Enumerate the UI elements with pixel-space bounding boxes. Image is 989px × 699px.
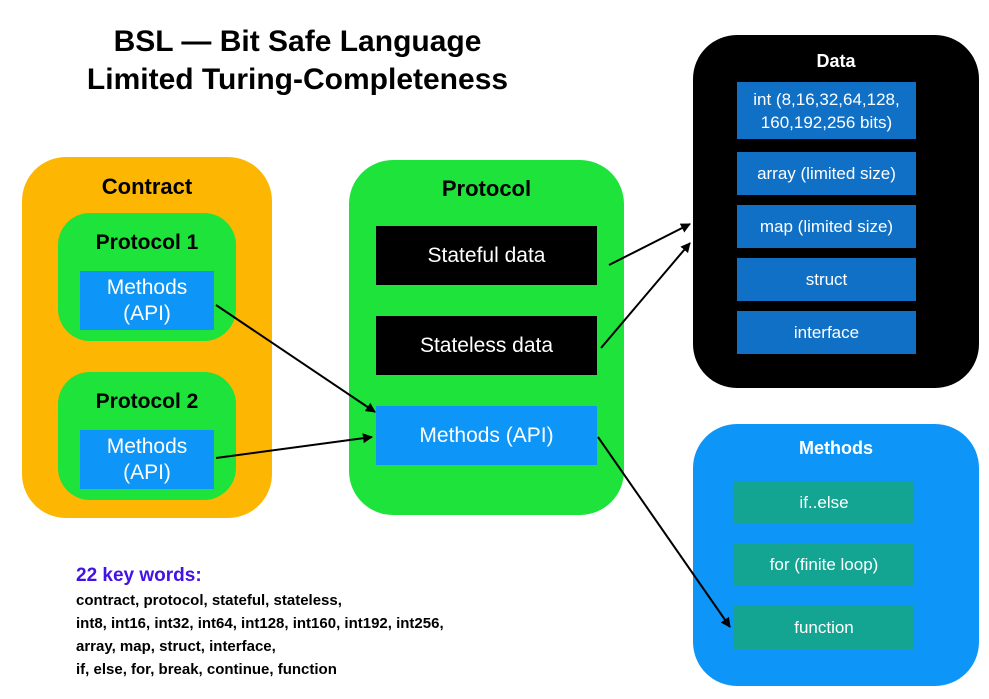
protocol-1-label: Protocol 1 xyxy=(95,231,199,254)
protocol-1-methods-line2: (API) xyxy=(123,301,171,325)
data-item-array: array (limited size) xyxy=(737,152,916,195)
keywords-line-2: int8, int16, int32, int64, int128, int16… xyxy=(76,615,444,632)
data-item-int-line1: int (8,16,32,64,128, xyxy=(753,89,900,109)
stateful-data-box: Stateful data xyxy=(376,226,597,285)
keywords-line-1: contract, protocol, stateful, stateless, xyxy=(76,592,342,609)
keywords-line-4: if, else, for, break, continue, function xyxy=(76,661,337,678)
protocol-methods-api-box: Methods (API) xyxy=(376,406,597,465)
keywords-list: contract, protocol, stateful, stateless,… xyxy=(76,589,444,681)
protocol-2-label: Protocol 2 xyxy=(95,390,199,413)
diagram-title-line1: BSL — Bit Safe Language xyxy=(113,25,482,58)
protocol-2-methods-line2: (API) xyxy=(123,460,171,484)
data-item-struct: struct xyxy=(737,258,916,301)
keywords-heading: 22 key words: xyxy=(76,565,202,586)
data-item-int: int (8,16,32,64,128, 160,192,256 bits) xyxy=(737,82,916,139)
protocol-1-methods-api: Methods (API) xyxy=(80,271,214,330)
data-item-int-line2: 160,192,256 bits) xyxy=(760,112,893,132)
data-item-map: map (limited size) xyxy=(737,205,916,248)
method-item-for-loop: for (finite loop) xyxy=(734,543,914,586)
protocol-label: Protocol xyxy=(441,176,532,201)
stateless-data-box: Stateless data xyxy=(376,316,597,375)
data-label: Data xyxy=(816,51,856,71)
data-item-interface: interface xyxy=(737,311,916,354)
contract-label: Contract xyxy=(101,174,193,199)
methods-label: Methods xyxy=(799,438,873,458)
diagram-title-line2: Limited Turing-Completeness xyxy=(86,63,509,96)
method-item-if-else: if..else xyxy=(734,481,914,524)
method-item-function: function xyxy=(734,606,914,649)
protocol-2-methods-api: Methods (API) xyxy=(80,430,214,489)
keywords-line-3: array, map, struct, interface, xyxy=(76,638,276,655)
protocol-2-methods-line1: Methods xyxy=(106,434,188,458)
protocol-1-methods-line1: Methods xyxy=(106,275,188,299)
